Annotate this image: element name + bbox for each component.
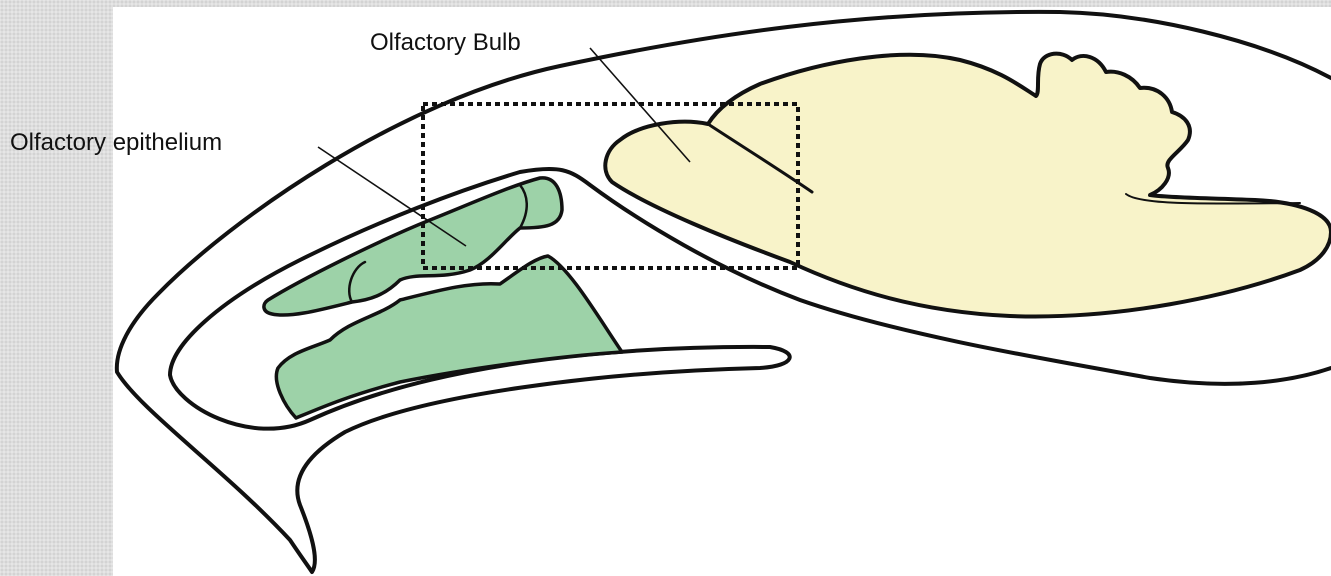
olfactory-epithelium-label: Olfactory epithelium [10, 129, 222, 156]
olfactory-bulb-label: Olfactory Bulb [370, 29, 521, 56]
olfactory-bulb-shape [605, 54, 1331, 317]
